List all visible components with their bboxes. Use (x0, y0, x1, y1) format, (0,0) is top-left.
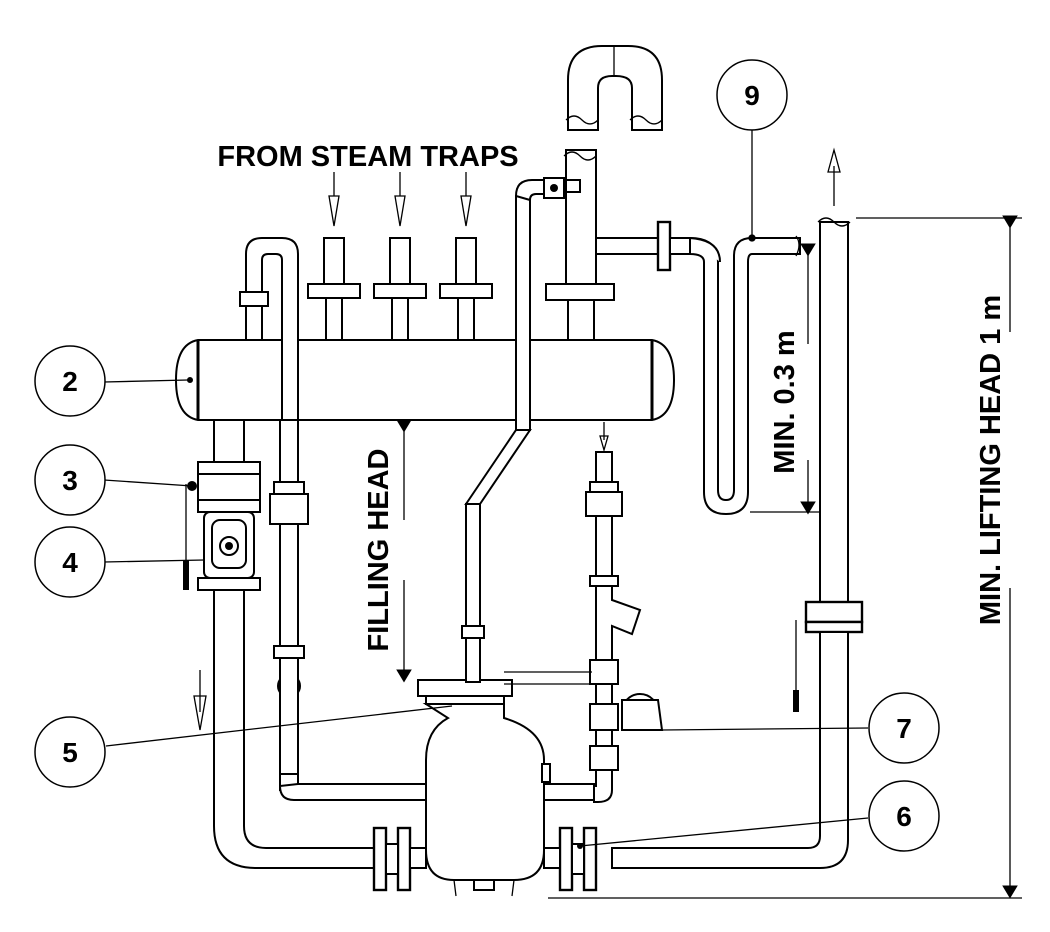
collector-tank (174, 339, 676, 421)
leader-lines (103, 130, 869, 847)
vent-branch (595, 220, 801, 516)
left-piping (183, 237, 607, 869)
callout-9: 9 (716, 59, 788, 131)
min-lifting-head-label: MIN. LIFTING HEAD 1 m (975, 295, 1007, 625)
motive-steam-line (504, 422, 664, 803)
callout-5: 5 (34, 716, 106, 788)
svg-text:7: 7 (896, 713, 912, 744)
svg-text:9: 9 (744, 80, 760, 111)
callout-3: 3 (34, 444, 106, 516)
callout-6: 6 (868, 780, 940, 852)
svg-text:2: 2 (62, 366, 78, 397)
receiver-tank (417, 177, 581, 897)
svg-text:6: 6 (896, 801, 912, 832)
callout-2: 2 (34, 345, 106, 417)
dimensions (396, 215, 1022, 899)
callout-7: 7 (868, 692, 940, 764)
from-steam-traps-label: FROM STEAM TRAPS (217, 141, 518, 173)
svg-text:3: 3 (62, 465, 78, 496)
bottom-flanges (372, 826, 598, 892)
callout-4: 4 (34, 526, 106, 598)
svg-text:4: 4 (62, 547, 78, 578)
vent-u-bend (563, 45, 663, 161)
filling-head-label: FILLING HEAD (363, 449, 395, 652)
svg-text:5: 5 (62, 737, 78, 768)
inlet-pipes (307, 149, 615, 341)
min-height-label: MIN. 0.3 m (769, 330, 801, 473)
discharge-pipe (611, 147, 864, 869)
